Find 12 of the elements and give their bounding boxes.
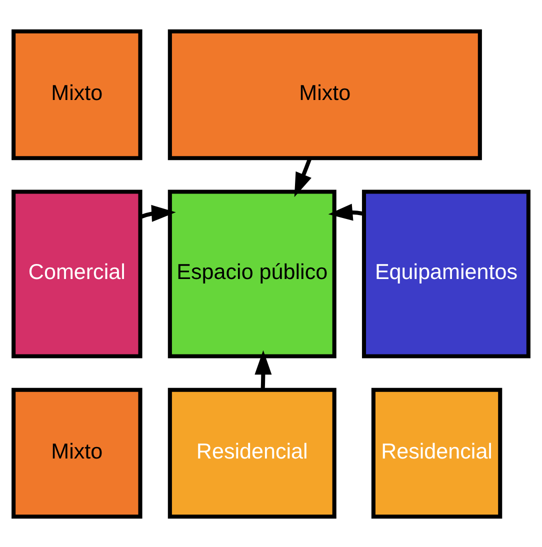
arrow <box>294 157 312 197</box>
node-box: Mixto <box>12 387 142 518</box>
node-box: Mixto <box>168 28 482 160</box>
node-box: Residencial <box>371 387 502 518</box>
node-box: Espacio público <box>168 189 336 358</box>
node-box: Equipamientos <box>362 189 530 358</box>
node-box: Mixto <box>12 28 142 160</box>
arrow <box>328 203 364 220</box>
node-box: Comercial <box>12 189 142 358</box>
arrow <box>140 204 176 222</box>
arrow <box>254 350 272 390</box>
node-box: Residencial <box>168 387 336 518</box>
